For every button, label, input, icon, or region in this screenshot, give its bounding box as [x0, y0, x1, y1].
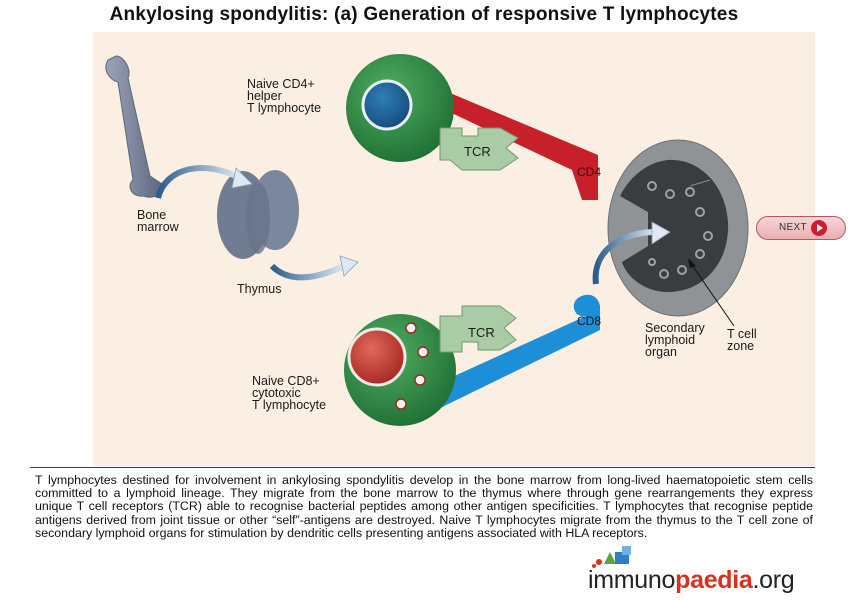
logo-part-immuno: immuno	[588, 566, 676, 594]
immunopaedia-logo-mark	[592, 546, 631, 568]
organ-entry-arrow	[592, 229, 657, 285]
label-cd8: CD8	[577, 314, 602, 328]
tcr-bottom-receptor	[439, 305, 517, 353]
play-arrow-icon	[811, 220, 827, 236]
organ-entry-arrowhead	[651, 221, 671, 245]
page-title: Ankylosing spondylitis: (a) Generation o…	[109, 4, 739, 25]
label-tcr-bottom: TCR	[468, 325, 495, 340]
bone-marrow-bone	[105, 55, 164, 198]
thymus-organ	[217, 170, 299, 259]
thymus-out-arrowhead	[339, 255, 359, 277]
cd4-cell-nucleus	[361, 79, 413, 131]
t-cell-zone-pointer-head	[688, 258, 696, 268]
cd8-cell-nucleus	[347, 327, 407, 387]
label-cd4: CD4	[577, 165, 602, 179]
description-text: T lymphocytes destined for involvement i…	[35, 473, 813, 540]
immunopaedia-logo: immunopaedia.org	[588, 566, 795, 595]
label-t-cell-zone: T cell zone	[727, 327, 757, 353]
label-naive-cd8-cell: Naive CD8+ cytotoxic T lymphocyte	[252, 374, 327, 412]
tcr-top-receptor	[439, 127, 519, 171]
label-thymus: Thymus	[237, 282, 282, 296]
next-button-label: NEXT	[779, 222, 807, 233]
thymus-out-arrow	[269, 263, 346, 281]
bone-to-thymus-arrow	[155, 164, 242, 199]
logo-part-paedia: paedia	[675, 566, 753, 594]
bone-to-thymus-arrowhead	[231, 167, 253, 189]
label-bone-marrow: Bone marrow	[137, 208, 179, 234]
label-naive-cd4-cell: Naive CD4+ helper T lymphocyte	[247, 77, 322, 115]
logo-part-org: .org	[752, 566, 795, 594]
cd8-coreceptor	[428, 294, 600, 410]
cytotoxic-granules	[395, 322, 429, 410]
label-tcr-top: TCR	[464, 144, 491, 159]
next-button[interactable]: NEXT	[756, 216, 846, 240]
label-secondary-lymphoid-organ: Secondary lymphoid organ	[645, 321, 705, 359]
t-cell-zone-pointer	[689, 261, 735, 327]
divider	[30, 467, 815, 468]
secondary-lymphoid-organ	[607, 139, 749, 317]
